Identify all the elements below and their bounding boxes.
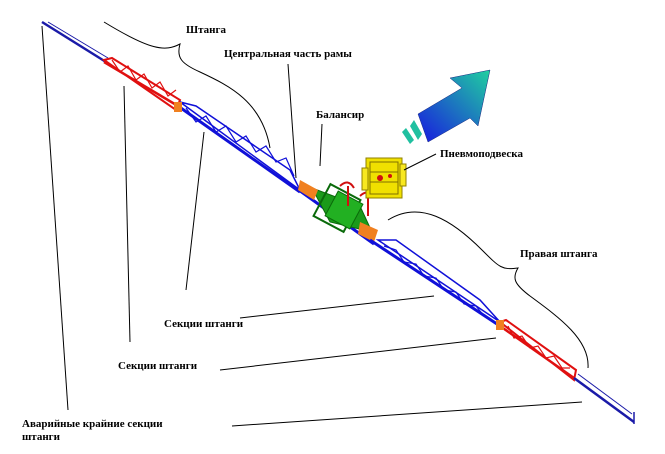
leader-lines — [41, 25, 583, 427]
central-frame — [295, 180, 378, 246]
label-center-frame: Центральная часть рамы — [224, 48, 352, 60]
left-red-section — [101, 56, 182, 112]
left-blue-section — [174, 101, 301, 194]
air-suspension-unit — [361, 157, 407, 199]
brace-boom — [103, 21, 271, 149]
left-hinge — [174, 102, 182, 112]
label-sections-lower: Секции штанги — [118, 360, 198, 372]
right-emergency-section — [573, 373, 635, 424]
right-blue-section — [369, 238, 501, 328]
label-sections-upper: Секции штанги — [164, 318, 244, 330]
label-boom: Штанга — [186, 24, 226, 36]
label-balancer: Балансир — [316, 109, 365, 121]
direction-arrow-icon — [402, 69, 491, 144]
right-hinge — [496, 320, 504, 330]
label-emergency-sections: Аварийные крайние секции штанги — [22, 418, 163, 443]
brace-right-boom — [387, 211, 589, 369]
left-emergency-section — [41, 20, 109, 64]
right-red-section — [496, 318, 578, 382]
label-right-boom: Правая штанга — [520, 248, 598, 260]
label-air-suspension: Пневмоподвеска — [440, 148, 523, 160]
